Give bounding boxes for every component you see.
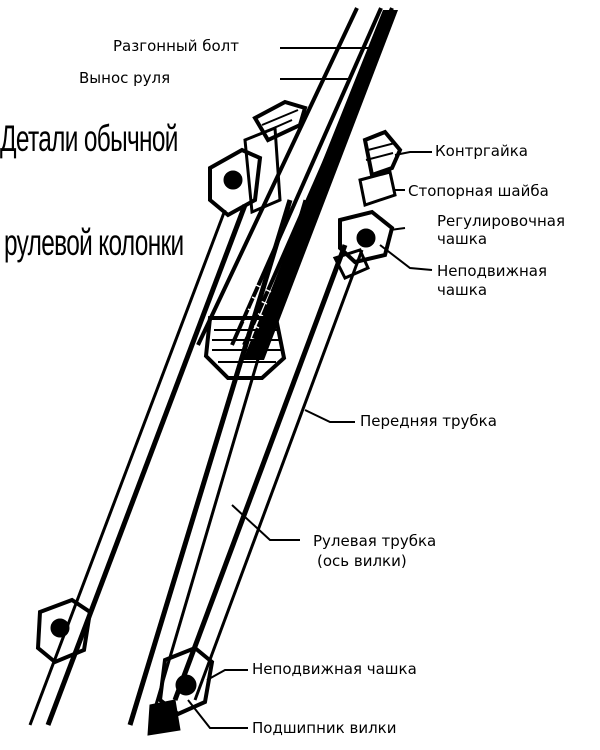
leader-head-tube: [304, 409, 355, 423]
title-line-2: рулевой колонки: [4, 222, 184, 263]
leader-fork-bearing: [187, 699, 248, 729]
leader-locknut: [394, 151, 432, 156]
bottom-headset-assembly: [35, 597, 215, 736]
label-expander-bolt: Разгонный болт: [113, 37, 239, 55]
label-head-tube: Передняя трубка: [360, 412, 497, 430]
leader-lines: [187, 47, 433, 729]
label-fixed-cup-top-line-2: чашка: [437, 281, 488, 299]
label-fork-bearing: Подшипник вилки: [252, 719, 397, 737]
leader-adjusting-cup: [389, 227, 406, 231]
leader-fixed-cup-bottom: [206, 669, 248, 681]
head-tube: [172, 244, 364, 701]
wedge-nut: [203, 316, 287, 380]
label-fixed-cup-top-line-1: Неподвижная: [437, 262, 547, 280]
label-adjusting-cup-line-2: чашка: [437, 230, 488, 248]
label-locknut: Контргайка: [435, 142, 528, 160]
label-adjusting-cup-line-1: Регулировочная: [437, 212, 565, 230]
top-headset-assembly: [208, 99, 403, 280]
label-steerer-tube-line-1: Рулевая трубка: [313, 532, 437, 550]
steerer-tube: [28, 199, 307, 726]
label-stem: Вынос руля: [79, 69, 171, 87]
label-steerer-tube-line-2: (ось вилки): [317, 552, 407, 570]
leader-steerer-tube: [231, 504, 300, 541]
label-fixed-cup-bottom: Неподвижная чашка: [252, 660, 417, 678]
title-line-1: Детали обычной: [0, 118, 178, 159]
leader-fixed-cup-top: [379, 244, 433, 271]
label-lock-washer: Стопорная шайба: [408, 182, 549, 200]
